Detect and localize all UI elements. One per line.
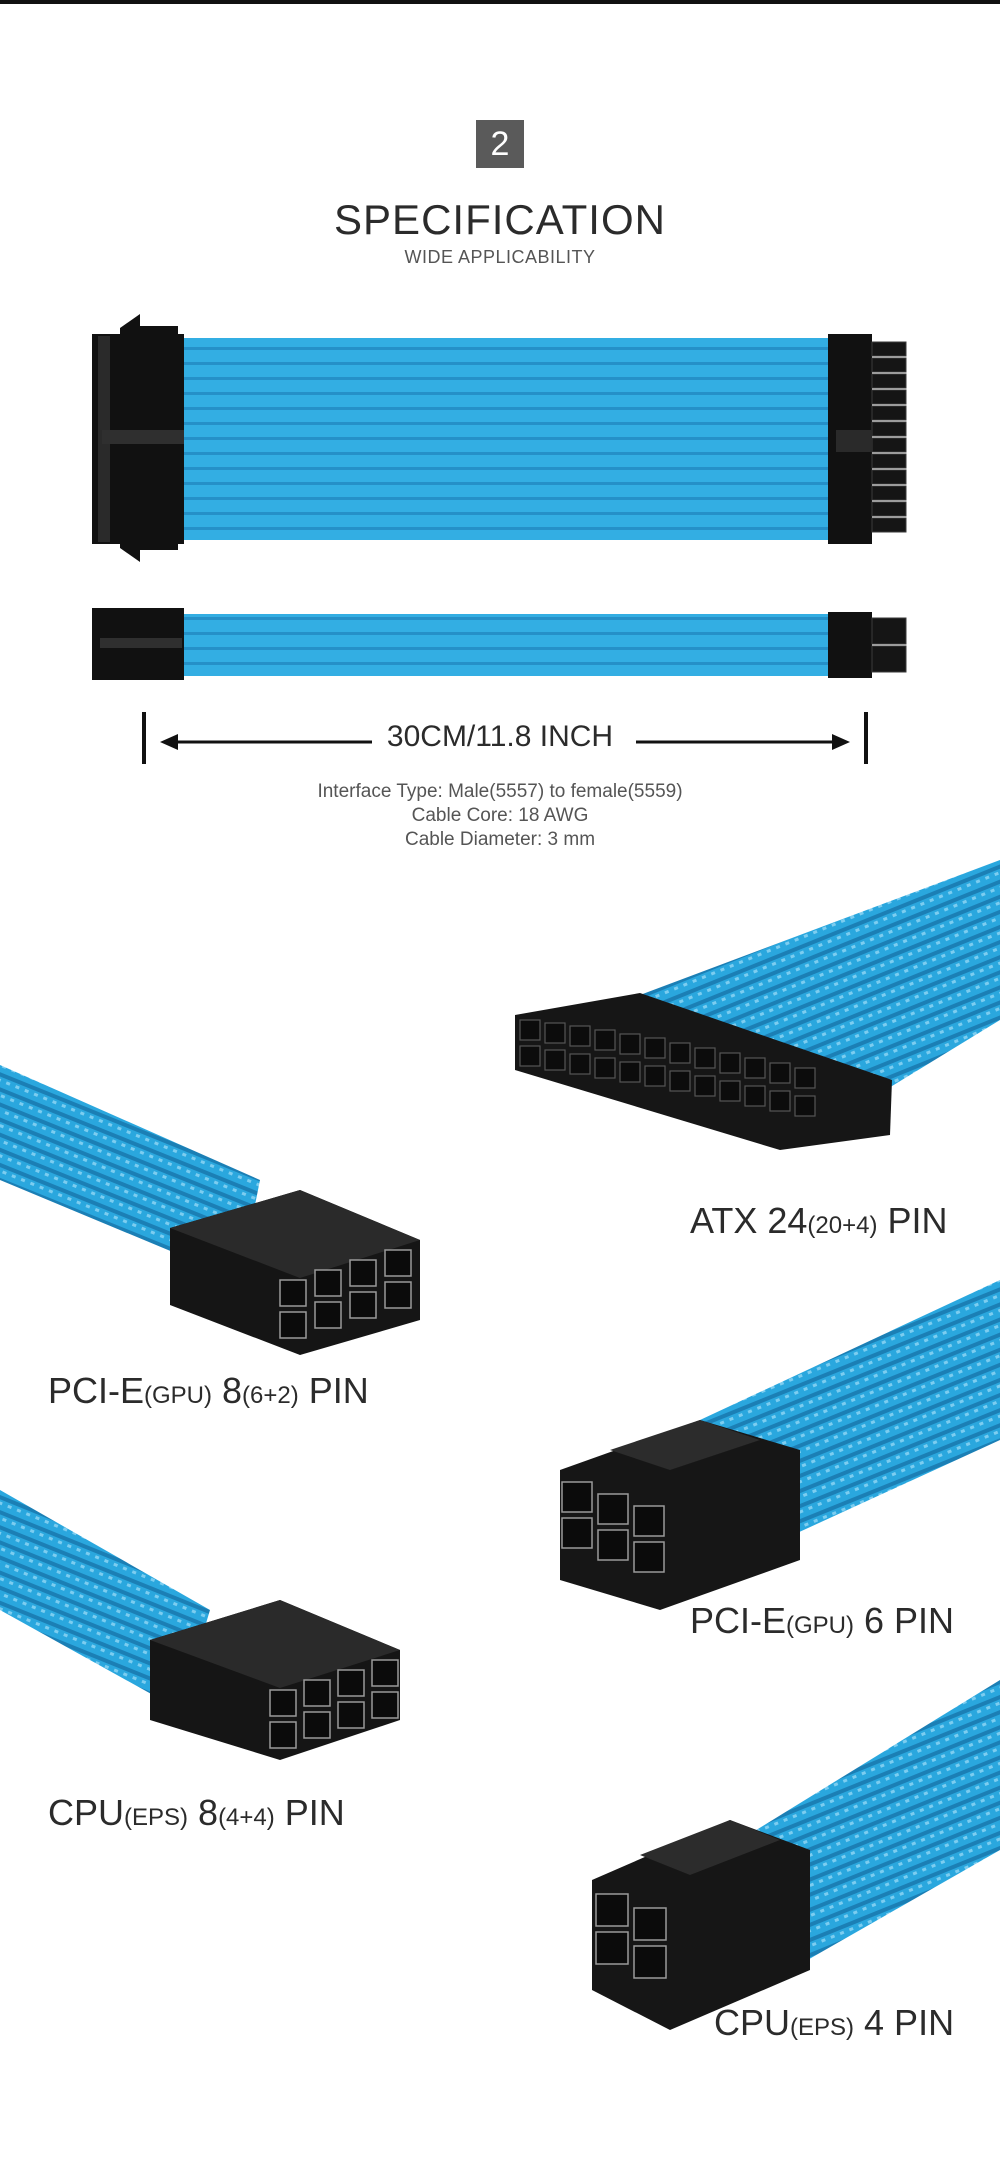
atx-24pin-label: ATX 24(20+4) PIN	[690, 1200, 948, 1241]
connector-closeups	[0, 860, 1000, 2030]
measure-right-tick	[864, 712, 868, 764]
pcie-6pin-connector	[560, 1280, 1000, 1610]
cpu-8pin-connector	[0, 1490, 400, 1760]
spec-cable-diameter: Cable Diameter: 3 mm	[404, 829, 596, 850]
top-border	[0, 0, 1000, 4]
measure-left-tick	[142, 712, 146, 764]
cpu-4pin-connector	[592, 1680, 1000, 2030]
spec-cable-core: Cable Core: 18 AWG	[411, 805, 589, 826]
atx-extension-cable	[92, 314, 907, 562]
cpu-4pin-label: CPU(EPS) 4 PIN	[714, 2002, 955, 2043]
arrow-right-icon	[832, 734, 850, 750]
length-measure-line	[142, 712, 868, 764]
extension-cables-illustration	[92, 314, 907, 680]
pcie-extension-cable	[92, 608, 907, 680]
pcie-6pin-label: PCI-E(GPU) 6 PIN	[690, 1600, 955, 1641]
page-subtitle: WIDE APPLICABILITY	[404, 247, 596, 267]
cpu-8pin-label: CPU(EPS) 8(4+4) PIN	[48, 1792, 345, 1833]
atx-24pin-connector	[515, 860, 1000, 1150]
pcie-8pin-connector	[0, 1065, 420, 1355]
cable-length-label: 30CM/11.8 INCH	[386, 720, 614, 753]
spec-interface-type: Interface Type: Male(5557) to female(555…	[317, 781, 683, 802]
page-title: SPECIFICATION	[334, 196, 666, 243]
step-badge: 2	[476, 120, 524, 168]
pcie-8pin-label: PCI-E(GPU) 8(6+2) PIN	[48, 1370, 369, 1411]
arrow-left-icon	[160, 734, 178, 750]
